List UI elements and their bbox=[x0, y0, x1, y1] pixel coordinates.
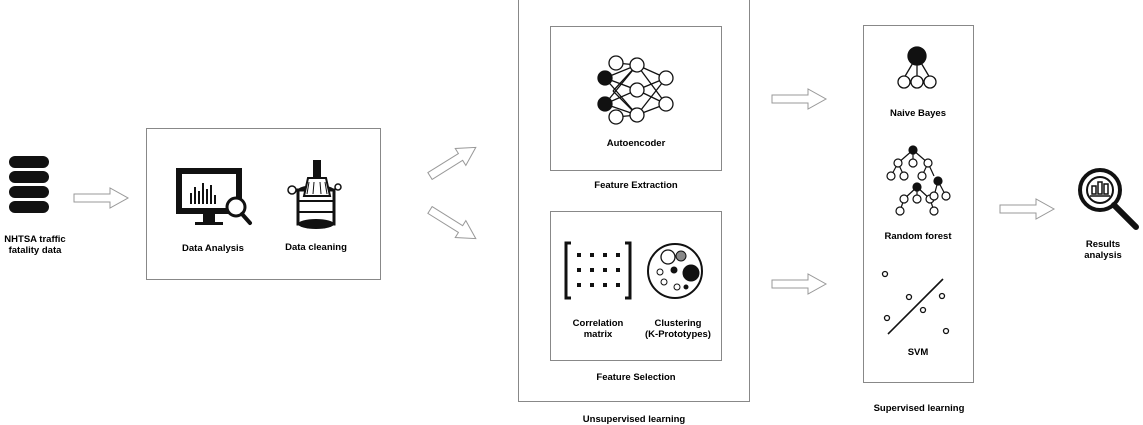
random-forest-icon bbox=[886, 145, 951, 216]
autoencoder-label: Autoencoder bbox=[606, 138, 666, 149]
naive-bayes-label: Naive Bayes bbox=[890, 108, 946, 119]
data-cleaning-label: Data cleaning bbox=[285, 242, 347, 253]
naive-bayes-icon bbox=[897, 46, 937, 89]
arrow-to-feature-extraction bbox=[424, 138, 482, 185]
monitor-chart-icon bbox=[176, 168, 252, 225]
clustering-label: Clustering (K-Prototypes) bbox=[645, 318, 711, 340]
arrow-supervised-to-results bbox=[999, 198, 1055, 220]
data-cleaning-icon bbox=[287, 160, 342, 229]
arrow-selection-to-supervised bbox=[771, 273, 827, 295]
feature-extraction-label: Feature Extraction bbox=[594, 180, 678, 191]
database-icon bbox=[9, 156, 49, 213]
clustering-icon bbox=[647, 243, 703, 299]
supervised-learning-label: Supervised learning bbox=[873, 403, 965, 414]
arrow-source-to-preprocessing bbox=[73, 187, 129, 209]
unsupervised-learning-label: Unsupervised learning bbox=[582, 414, 686, 425]
correlation-matrix-label: Correlation matrix bbox=[572, 318, 624, 340]
correlation-matrix-icon bbox=[564, 241, 632, 300]
data-analysis-label: Data Analysis bbox=[182, 243, 244, 254]
svm-icon bbox=[881, 270, 950, 335]
arrow-to-feature-selection bbox=[424, 201, 482, 248]
results-analysis-label: Results analysis bbox=[1084, 239, 1122, 261]
random-forest-label: Random forest bbox=[884, 231, 952, 242]
svm-label: SVM bbox=[907, 347, 929, 358]
feature-selection-label: Feature Selection bbox=[596, 372, 676, 383]
autoencoder-icon bbox=[597, 55, 674, 125]
results-analysis-icon bbox=[1078, 168, 1139, 230]
feature-extraction-box bbox=[550, 26, 722, 171]
arrow-extraction-to-supervised bbox=[771, 88, 827, 110]
source-label: NHTSA traffic fatality data bbox=[4, 234, 66, 256]
